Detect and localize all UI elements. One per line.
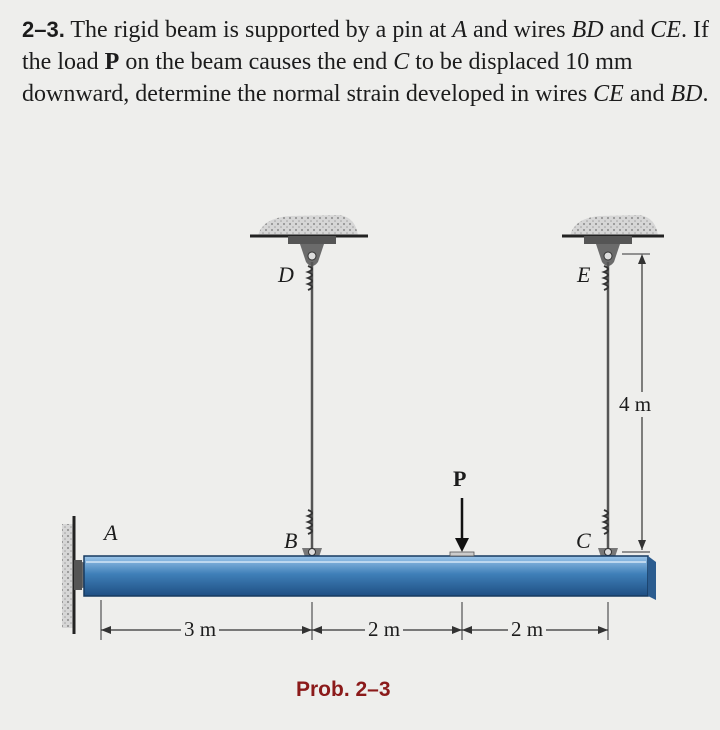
problem-text-8: . <box>702 81 709 107</box>
wire-bd <box>302 262 322 560</box>
problem-load: P <box>104 49 120 75</box>
problem-text-1: The rigid beam is supported by a pin at <box>64 17 453 43</box>
label-a: A <box>104 520 118 545</box>
label-b: B <box>284 528 298 553</box>
dim-span-ab: 3 m <box>181 617 220 642</box>
problem-text-6: to be displaced 10 mm downward, determin… <box>22 49 633 107</box>
load-p-arrow <box>449 498 475 557</box>
problem-wire-bd: BD <box>571 17 604 43</box>
dim-wire-length: 4 m <box>616 392 655 417</box>
problem-point-a: A <box>452 17 467 43</box>
problem-text-3: and <box>603 17 651 43</box>
problem-text-5: on the beam causes the end <box>119 49 394 75</box>
problem-statement: 2–3. The rigid beam is supported by a pi… <box>22 14 712 110</box>
label-e: E <box>577 262 591 287</box>
problem-wire-ce-2: CE <box>593 81 624 107</box>
problem-wire-bd-2: BD <box>670 81 703 107</box>
rigid-beam <box>83 555 656 600</box>
ceiling-support-e <box>562 215 664 266</box>
problem-text-7: and <box>623 81 671 107</box>
problem-text-2: and wires <box>466 17 572 43</box>
problem-text-4: . If the load <box>22 17 709 75</box>
figure-caption: Prob. 2–3 <box>296 678 391 701</box>
dim-span-bp: 2 m <box>365 617 404 642</box>
problem-number: 2–3. <box>22 17 65 42</box>
label-p: P <box>453 466 467 491</box>
label-c: C <box>576 528 591 553</box>
wire-ce <box>598 262 618 560</box>
dim-span-pc: 2 m <box>508 617 547 642</box>
ceiling-support-d <box>250 215 368 266</box>
label-d: D <box>278 262 294 287</box>
problem-point-c: C <box>393 49 410 75</box>
problem-wire-ce: CE <box>650 17 681 43</box>
